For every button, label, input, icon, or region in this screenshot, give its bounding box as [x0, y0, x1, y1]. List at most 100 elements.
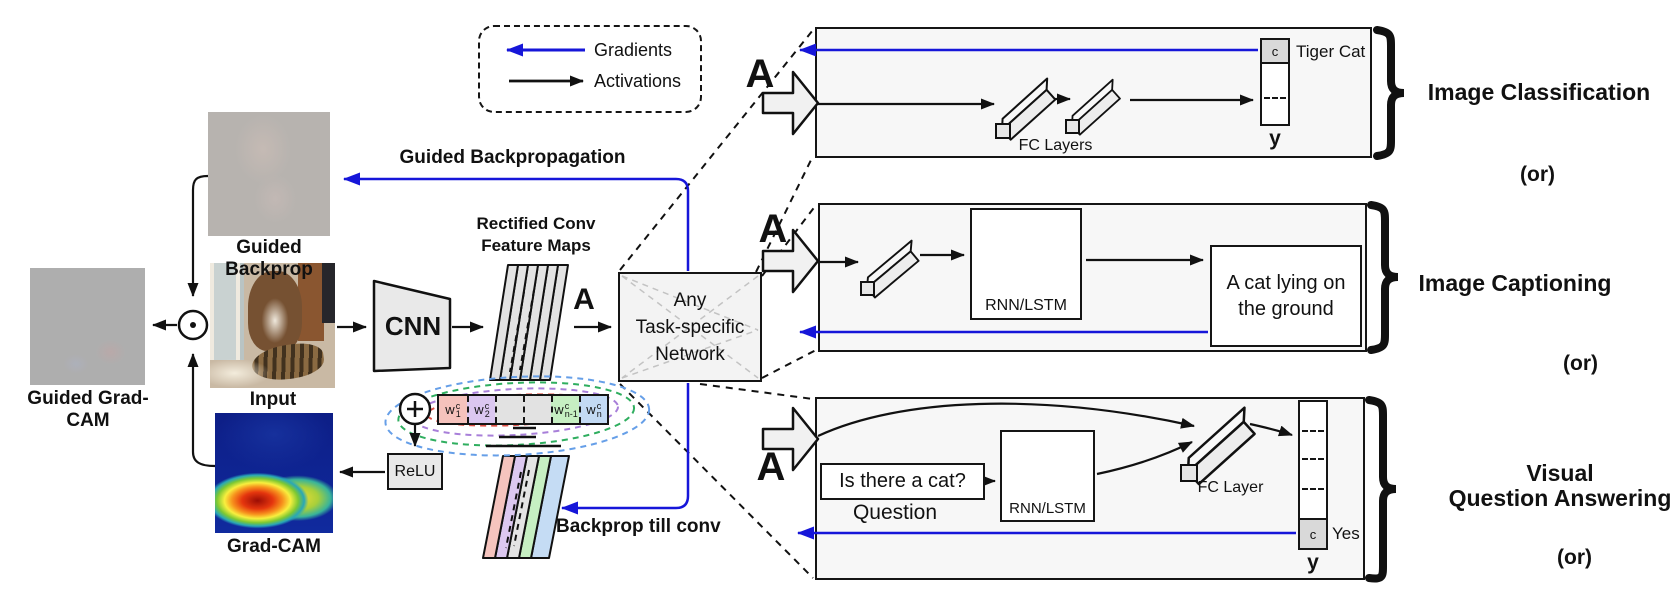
weight-base: w [445, 402, 455, 417]
y-label-vqa: y [1307, 551, 1319, 574]
relu-label: ReLU [394, 462, 436, 480]
cnn-label: CNN [384, 311, 442, 341]
weighted-sum-node [398, 392, 432, 426]
question-label: Question [852, 501, 938, 524]
sum-lines [486, 426, 561, 448]
class-cell-label: c [1271, 43, 1279, 59]
backprop-till-conv-label: Backprop till conv [556, 516, 721, 537]
image-classification-label: Image Classification [1427, 79, 1651, 105]
weight-cell-ellipsis-1 [495, 396, 523, 423]
weight-sup: c [455, 400, 461, 411]
weight-base: w [586, 402, 596, 417]
rnn-label-captioning: RNN/LSTM [985, 297, 1067, 314]
vector-dash [1302, 430, 1324, 432]
question-box: Is there a cat? [820, 463, 985, 500]
guided-backpropagation-label: Guided Backpropagation [399, 147, 626, 168]
fc-layer-label-vqa: FC Layer [1197, 479, 1264, 496]
dog-shape [248, 271, 302, 351]
dark-doorway [322, 263, 335, 323]
weight-sup: c [484, 400, 490, 411]
rnn-box-vqa [1000, 430, 1095, 522]
vector-dash [1264, 97, 1286, 99]
activation-symbol-main: A [573, 283, 595, 316]
weight-base: w [554, 402, 564, 417]
guided-backprop-label: Guided Backprop [225, 237, 313, 280]
gradient-arrows [343, 43, 1296, 540]
weight-sup: c [564, 400, 570, 411]
feature-maps-label-line2: Feature Maps [481, 236, 591, 255]
weight-base: w [474, 402, 484, 417]
guided-gradcam-label: Guided Grad-CAM [27, 388, 149, 431]
weight-cell-ellipsis-2 [523, 396, 551, 423]
vqa-task-label: Visual Question Answering [1425, 461, 1670, 511]
vector-dash [1302, 488, 1324, 490]
answer-score-cell: c [1300, 518, 1326, 548]
vqa-label-line1: Visual [1526, 460, 1594, 486]
window-region [210, 263, 244, 360]
fc-bar-class-2 [1065, 78, 1121, 136]
gradcam-label: Grad-CAM [227, 536, 321, 557]
weight-sup: c [596, 400, 602, 411]
task-braces [1365, 26, 1405, 583]
caption-line2: the ground [1238, 298, 1334, 320]
fc-layers-label: FC Layers [1018, 137, 1093, 154]
activation-arrows [152, 75, 1293, 487]
feature-map-stack [489, 264, 569, 381]
activation-symbol-classification: A [745, 52, 775, 96]
door-region [298, 263, 324, 341]
weight-sub: n-1 [564, 408, 578, 419]
guided-gradcam-image [30, 268, 145, 385]
fc-bar-vqa [1180, 406, 1256, 486]
network-line2: Task-specific [635, 316, 745, 338]
vector-dash [1302, 458, 1324, 460]
network-box-dashes [621, 275, 759, 379]
elementwise-product-node [177, 309, 209, 341]
block-arrows [761, 70, 820, 472]
output-vector-vqa: c [1298, 400, 1328, 550]
any-task-network-label: Any Task-specific Network [620, 283, 760, 371]
yes-label: Yes [1332, 524, 1360, 543]
cnn-trapezoid [372, 279, 452, 373]
rnn-box-captioning [970, 208, 1082, 320]
embed-bar-captioning [860, 239, 920, 299]
question-text: Is there a cat? [839, 470, 966, 492]
output-vector-classification: c [1260, 38, 1290, 126]
or-label-1: (or) [1520, 163, 1555, 186]
network-line1: Any [673, 289, 707, 311]
input-label: Input [249, 389, 297, 410]
activation-symbol-captioning: A [758, 207, 788, 251]
class-score-cell: c [1262, 40, 1288, 64]
answer-cell-label: c [1309, 526, 1317, 542]
weight-sub: 1 [455, 408, 461, 419]
fc-bar-class-1 [995, 77, 1057, 141]
guided-backprop-image [208, 112, 330, 236]
y-label-classification: y [1269, 127, 1281, 150]
input-image [210, 263, 335, 388]
sunlight-patch [210, 355, 280, 388]
image-captioning-label: Image Captioning [1418, 270, 1612, 296]
activation-symbol-vqa: A [756, 445, 786, 489]
legend-box [478, 25, 702, 113]
gradcam-heatmap-image [215, 413, 333, 533]
or-label-2: (or) [1563, 352, 1598, 375]
vqa-label-line2: Question Answering [1448, 485, 1670, 511]
legend-gradients-label: Gradients [594, 40, 673, 60]
caption-output-box: A cat lying on the ground [1210, 245, 1362, 347]
rnn-label-vqa: RNN/LSTM [1009, 500, 1086, 517]
feature-maps-label-line1: Rectified Conv [476, 214, 596, 233]
legend-activations-label: Activations [594, 71, 682, 91]
network-line3: Network [655, 343, 725, 365]
relu-box: ReLU [387, 453, 443, 490]
weight-sub: 2 [484, 408, 490, 419]
caption-line1: A cat lying on [1226, 272, 1346, 294]
colored-map-stack [482, 455, 570, 559]
or-label-3: (or) [1557, 546, 1592, 569]
tiger-cat-label: Tiger Cat [1296, 42, 1366, 61]
